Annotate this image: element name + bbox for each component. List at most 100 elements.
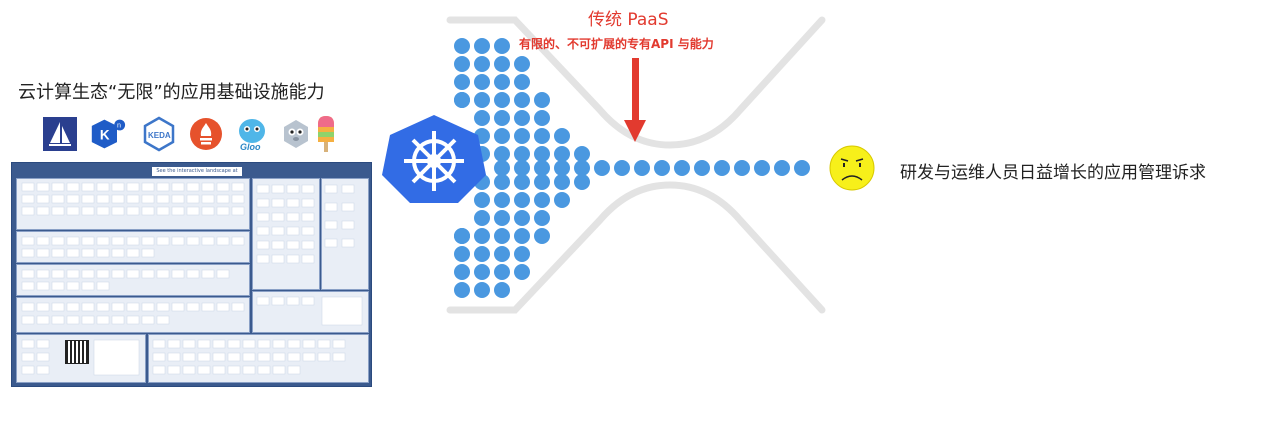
- flow-dot: [514, 92, 530, 108]
- flow-dot: [754, 160, 770, 176]
- flow-dot: [514, 192, 530, 208]
- flow-dot: [494, 282, 510, 298]
- flow-dot: [514, 74, 530, 90]
- flow-dot: [794, 160, 810, 176]
- flow-dot: [514, 228, 530, 244]
- flow-dot: [474, 210, 490, 226]
- flow-dot: [494, 92, 510, 108]
- flow-dot: [554, 160, 570, 176]
- flow-dot: [554, 192, 570, 208]
- keda-icon: KEDA: [141, 116, 177, 152]
- flow-dot: [494, 210, 510, 226]
- flow-dot: [474, 74, 490, 90]
- flow-dot: [514, 174, 530, 190]
- flow-dot: [454, 246, 470, 262]
- flow-dot: [594, 160, 610, 176]
- flow-dot: [454, 92, 470, 108]
- flow-dot: [534, 146, 550, 162]
- flow-dot: [534, 110, 550, 126]
- flow-dot: [714, 160, 730, 176]
- flow-dot: [454, 228, 470, 244]
- gopher-icon: [278, 116, 314, 152]
- flow-dot: [494, 56, 510, 72]
- flow-dot: [474, 228, 490, 244]
- flow-dot: [514, 146, 530, 162]
- flow-dot: [554, 174, 570, 190]
- flow-dot: [654, 160, 670, 176]
- kubernetes-icon: [380, 113, 488, 209]
- flow-dot: [634, 160, 650, 176]
- ecosystem-title: 云计算生态“无限”的应用基础设施能力: [18, 82, 325, 103]
- flow-dot: [494, 38, 510, 54]
- keda-label: KEDA: [148, 131, 171, 140]
- prometheus-icon: [188, 116, 224, 152]
- flow-dot: [514, 128, 530, 144]
- flow-dot: [574, 160, 590, 176]
- flow-dot: [454, 56, 470, 72]
- flow-dot: [474, 110, 490, 126]
- popsicle-icon: [312, 116, 340, 152]
- paas-subtitle: 有限的、不可扩展的专有API 与能力: [519, 37, 714, 51]
- cncf-landscape-image: See the interactive landscape at l.cncf.…: [11, 162, 372, 387]
- landscape-section: [321, 178, 369, 290]
- flow-dot: [514, 264, 530, 280]
- flow-dot: [474, 38, 490, 54]
- flow-dot: [474, 282, 490, 298]
- flow-dot: [534, 92, 550, 108]
- svg-text:n: n: [117, 121, 121, 130]
- flow-dot: [494, 128, 510, 144]
- flow-dot: [534, 174, 550, 190]
- qr-code: [65, 340, 89, 364]
- svg-text:K: K: [100, 127, 110, 142]
- sail-icon: [42, 116, 78, 152]
- flow-dot: [454, 38, 470, 54]
- flow-dot: [534, 128, 550, 144]
- flow-dot: [674, 160, 690, 176]
- flow-dot: [454, 264, 470, 280]
- flow-dot: [534, 228, 550, 244]
- flow-dot: [494, 174, 510, 190]
- flow-dot: [454, 282, 470, 298]
- paas-title: 传统 PaaS: [588, 10, 669, 30]
- flow-dot: [494, 228, 510, 244]
- flow-dot: [514, 210, 530, 226]
- flow-dot: [474, 56, 490, 72]
- flow-dot: [514, 246, 530, 262]
- flow-dot: [494, 74, 510, 90]
- sad-face-icon: [828, 144, 876, 196]
- flow-dot: [514, 110, 530, 126]
- landscape-section: [16, 264, 250, 296]
- flow-dot: [614, 160, 630, 176]
- flow-dot: [534, 192, 550, 208]
- flow-dot: [494, 110, 510, 126]
- flow-dot: [474, 264, 490, 280]
- flow-dot: [494, 160, 510, 176]
- flow-dot: [474, 92, 490, 108]
- gloo-label: Gloo: [240, 142, 261, 152]
- landscape-section: [16, 231, 250, 263]
- flow-dot: [494, 192, 510, 208]
- flow-dot: [694, 160, 710, 176]
- flow-dot: [534, 210, 550, 226]
- flow-dot: [494, 246, 510, 262]
- flow-dot: [574, 174, 590, 190]
- flow-dot: [554, 128, 570, 144]
- flow-dot: [554, 146, 570, 162]
- flow-dot: [774, 160, 790, 176]
- gloo-icon: Gloo: [232, 116, 272, 152]
- flow-dot: [734, 160, 750, 176]
- flow-dot: [474, 246, 490, 262]
- flow-dot: [574, 146, 590, 162]
- flow-dot: [494, 264, 510, 280]
- flow-dot: [474, 192, 490, 208]
- flow-dot: [534, 160, 550, 176]
- flow-dot: [494, 146, 510, 162]
- flow-dot: [454, 74, 470, 90]
- flow-dot: [514, 56, 530, 72]
- developer-needs-text: 研发与运维人员日益增长的应用管理诉求: [900, 163, 1206, 183]
- down-arrow-icon: [624, 58, 646, 142]
- flow-dot: [514, 160, 530, 176]
